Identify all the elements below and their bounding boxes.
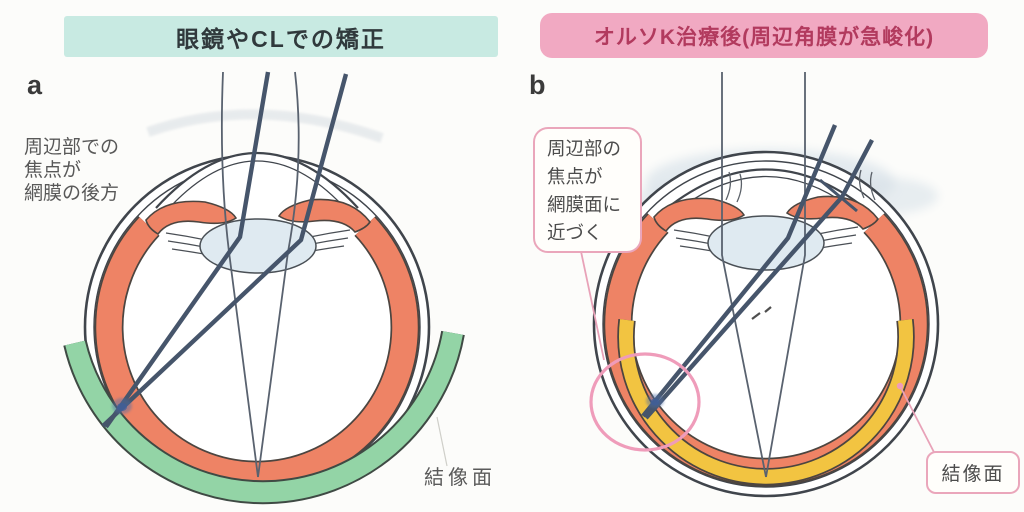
- cornea-outer-left: [155, 152, 359, 209]
- peripheral-ray-left-1: [104, 71, 271, 429]
- axial-ray-left-2: [257, 71, 300, 478]
- panel-letter-b: b: [529, 70, 546, 100]
- iris-right-wing-b: [785, 195, 879, 230]
- lens-left: [199, 218, 317, 274]
- refraction-stub-right: [819, 178, 858, 213]
- light-rays-left: [101, 71, 349, 478]
- eye-diagram-left: [63, 71, 465, 505]
- image-plane-label-left: 結像面: [424, 467, 496, 489]
- cornea-inner-left: [170, 160, 344, 207]
- panel-title-left: 眼鏡やCLでの矯正: [64, 16, 498, 57]
- light-rays-right: [641, 72, 874, 478]
- panel-title-right: オルソK治療後(周辺角膜が急峻化): [540, 13, 988, 58]
- cornea-edge-marks-right: [725, 169, 876, 203]
- image-plane-label-right: 結像面: [926, 451, 1020, 494]
- annotation-left: 周辺部での 焦点が 網膜の後方: [24, 137, 120, 204]
- annotation-bubble-right: 周辺部の 焦点が 網膜面に 近づく: [533, 127, 642, 253]
- annotation-leader-right: [578, 241, 605, 361]
- leader-dot: [896, 382, 904, 390]
- axial-ray-left-1: [220, 71, 259, 478]
- focus-point-left: [117, 403, 127, 411]
- image-plane-leader-left: [436, 416, 448, 467]
- highlight-circle: [589, 352, 701, 452]
- eye-diagram-right: [578, 72, 940, 498]
- image-plane-green-arc: [65, 331, 463, 503]
- sclera-inner-right: [602, 160, 930, 488]
- image-plane-leader-right: [899, 385, 939, 461]
- cornea-inner-right: [681, 175, 851, 208]
- axial-ray-right-2: [765, 72, 806, 478]
- sketch-marks-right: [751, 306, 772, 320]
- peripheral-ray-right-1: [641, 124, 838, 418]
- panel-letter-a: a: [27, 70, 43, 100]
- eyelid-wisp-left: [146, 109, 384, 143]
- axial-ray-right-1: [721, 72, 767, 478]
- iris-right-wing-a: [277, 198, 371, 233]
- focus-point-right: [650, 398, 660, 406]
- iris-left-wing-a: [145, 200, 238, 236]
- lens-right: [707, 215, 825, 271]
- peripheral-ray-left-2: [101, 73, 349, 428]
